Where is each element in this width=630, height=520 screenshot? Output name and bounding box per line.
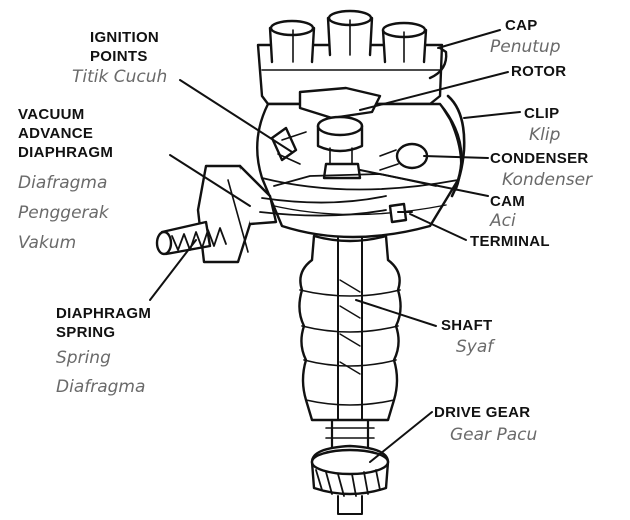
leader-shaft — [355, 299, 437, 327]
drive-gear — [310, 444, 390, 515]
label-cap-id: Penutup — [490, 37, 561, 57]
label-vacuum-advance-id-2: Penggerak — [18, 203, 109, 223]
label-cam: CAM — [490, 193, 526, 210]
leader-condenser — [423, 155, 489, 159]
shaft-housing — [298, 234, 402, 450]
leader-vacuum-advance — [169, 154, 251, 207]
label-ignition-points-1: IGNITION — [90, 29, 160, 46]
label-condenser-id: Kondenser — [502, 170, 593, 190]
label-vacuum-advance-2: ADVANCE — [18, 125, 94, 142]
label-diaphragm-spring-1: DIAPHRAGM — [56, 305, 152, 322]
label-rotor: ROTOR — [511, 63, 567, 80]
label-vacuum-advance-id-3: Vakum — [18, 233, 77, 253]
label-condenser: CONDENSER — [490, 150, 589, 167]
leader-terminal — [409, 213, 467, 241]
leader-clip — [463, 111, 521, 119]
leader-drive-gear — [369, 411, 433, 463]
label-vacuum-advance-id-1: Diafragma — [18, 173, 108, 193]
label-clip-id: Klip — [529, 125, 561, 145]
leader-ignition-points — [179, 79, 293, 153]
label-diaphragm-spring-id-1: Spring — [56, 348, 111, 368]
label-terminal: TERMINAL — [470, 233, 550, 250]
distributor-cap — [256, 9, 448, 106]
label-shaft-id: Syaf — [456, 337, 494, 357]
label-vacuum-advance-1: VACUUM — [18, 106, 85, 123]
label-ignition-points-2: POINTS — [90, 48, 148, 65]
label-diaphragm-spring-id-2: Diafragma — [56, 377, 146, 397]
label-clip: CLIP — [524, 105, 560, 122]
vacuum-advance-unit — [155, 164, 387, 264]
label-drive-gear-id: Gear Pacu — [450, 425, 538, 445]
leader-cap — [437, 29, 501, 49]
label-shaft: SHAFT — [441, 317, 493, 334]
label-vacuum-advance-3: DIAPHRAGM — [18, 144, 114, 161]
leader-rotor — [359, 71, 509, 111]
label-drive-gear: DRIVE GEAR — [434, 404, 531, 421]
leader-diaphragm-spring — [149, 239, 197, 301]
label-cap: CAP — [505, 17, 538, 34]
label-ignition-points-id: Titik Cucuh — [72, 67, 168, 87]
label-diaphragm-spring-2: SPRING — [56, 324, 116, 341]
leader-cam — [359, 169, 489, 197]
leader-lines — [149, 29, 521, 463]
label-cam-id: Aci — [490, 211, 516, 231]
